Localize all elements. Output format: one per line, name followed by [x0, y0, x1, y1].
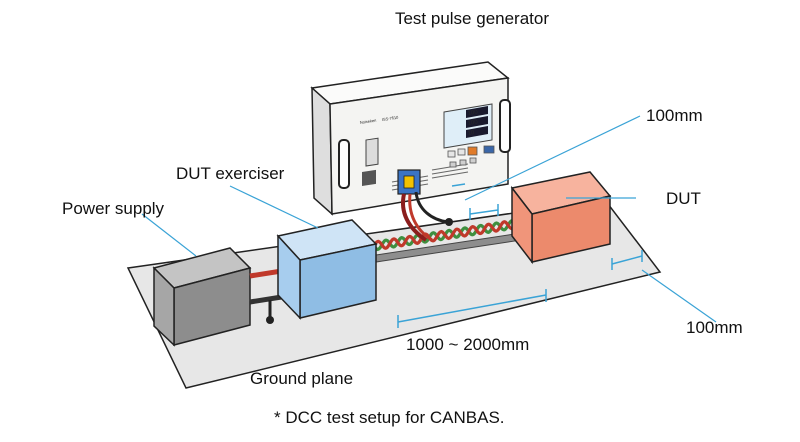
harness-strand-red [372, 220, 518, 250]
readout-2: 100 [466, 116, 488, 128]
svg-text:100: 100 [467, 119, 478, 127]
dimension-length [397, 289, 547, 328]
label-dimension-top: 100mm [646, 106, 703, 125]
label-dut-exerciser: DUT exerciser [176, 164, 285, 183]
callout-lines [141, 115, 717, 323]
panel-buttons [447, 145, 495, 168]
device-model-label: ISS-7610 [381, 114, 399, 122]
label-test-pulse-generator: Test pulse generator [395, 9, 549, 28]
dut-exerciser-box [276, 219, 378, 320]
coupling-connector [397, 169, 421, 195]
label-ground-plane: Ground plane [250, 369, 353, 388]
power-supply-box [152, 247, 252, 347]
twisted-pair-harness [372, 218, 518, 252]
label-dut: DUT [666, 189, 701, 208]
svg-text:100: 100 [467, 109, 478, 117]
label-dimension-length: 1000 ~ 2000mm [406, 335, 529, 354]
readout-3: 10 [466, 126, 488, 138]
readout-1: 100 [466, 106, 488, 118]
dut-box [510, 171, 612, 265]
label-power-supply: Power supply [62, 199, 165, 218]
dimension-top-100mm [451, 183, 499, 220]
test-pulse-generator: Noiseken ISS-7610 100 100 10 [310, 61, 511, 216]
svg-text:10: 10 [467, 130, 475, 137]
dimension-right-100mm [611, 250, 643, 270]
label-dimension-right: 100mm [686, 318, 743, 337]
device-brand-label: Noiseken [359, 118, 376, 125]
footnote: * DCC test setup for CANBAS. [274, 408, 505, 427]
generator-leads [401, 191, 453, 242]
